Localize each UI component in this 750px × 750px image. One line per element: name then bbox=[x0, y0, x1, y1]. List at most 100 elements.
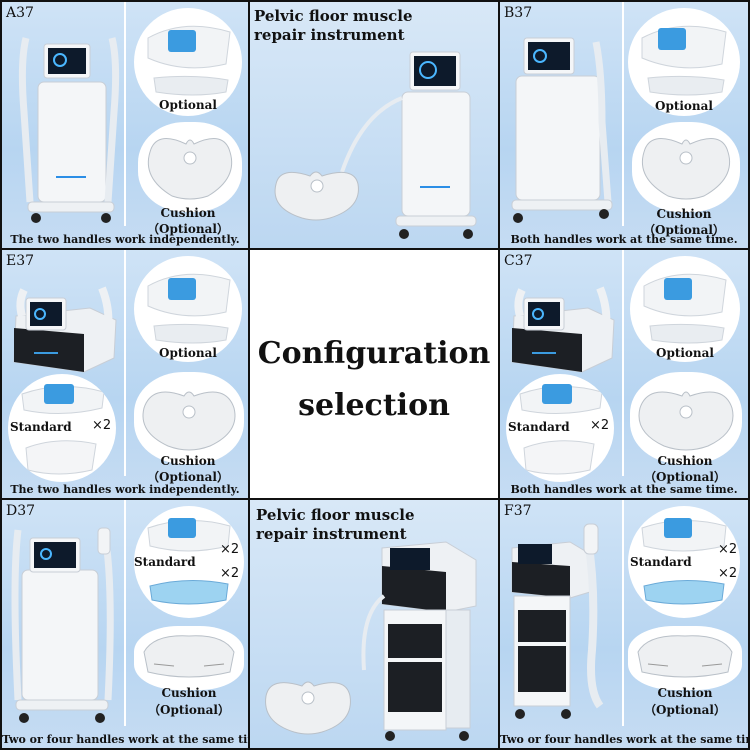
grid-border-bottom bbox=[0, 748, 750, 750]
model-code: F37 bbox=[504, 503, 532, 519]
pelvic-floor-instrument-bottom: Pelvic floor muscle repair instrument bbox=[250, 500, 498, 748]
model-code: B37 bbox=[504, 5, 533, 21]
cushion-optional-label: （Optional） bbox=[643, 703, 726, 717]
cushion-image bbox=[147, 138, 233, 200]
config-a37: A37 Optional Cushion （Optional） The two … bbox=[2, 2, 248, 248]
handles-caption: Both handles work at the same time. bbox=[510, 483, 738, 496]
cushion-label: Cushion bbox=[657, 454, 713, 468]
panel-divider bbox=[124, 250, 126, 476]
handle-bubble bbox=[628, 506, 740, 618]
handle-image bbox=[147, 25, 231, 96]
quantity-label-bottom: ×2 bbox=[718, 566, 738, 581]
cushion-label: Cushion bbox=[161, 686, 217, 700]
cushion-bubble bbox=[138, 122, 242, 212]
desktop-machine-image bbox=[13, 286, 117, 373]
handle-image bbox=[147, 273, 231, 344]
panel-divider bbox=[124, 2, 126, 226]
quantity-label-top: ×2 bbox=[718, 542, 738, 557]
handle-bubble bbox=[628, 8, 740, 116]
tower-machine-image bbox=[18, 37, 120, 223]
handles-caption: The two handles work independently. bbox=[10, 233, 240, 246]
panel-divider bbox=[622, 2, 624, 226]
title-line1: Configuration bbox=[257, 336, 491, 371]
panel-divider bbox=[622, 250, 624, 476]
grid-line-row2 bbox=[0, 498, 750, 500]
handle-bubble bbox=[134, 256, 242, 362]
instrument-title-line1: Pelvic floor muscle bbox=[254, 7, 413, 25]
grid-border-right bbox=[748, 0, 750, 750]
configuration-selection-title: Configuration selection bbox=[250, 250, 498, 498]
handle-bubble bbox=[134, 8, 242, 116]
tower-machine-image bbox=[511, 523, 604, 719]
cushion-label: Cushion bbox=[160, 206, 216, 220]
optional-label: Optional bbox=[655, 346, 714, 360]
cushion-bubble bbox=[134, 626, 244, 690]
handle-bubble bbox=[134, 506, 244, 618]
tower-machine-image bbox=[511, 37, 613, 223]
config-e37: E37 Standard ×2 Optional Cushion （Opt bbox=[2, 250, 248, 498]
grid-line-col2 bbox=[498, 0, 500, 750]
handle-image bbox=[641, 518, 727, 605]
cushion-image bbox=[142, 391, 236, 451]
cushion-bubble bbox=[628, 626, 742, 690]
config-c37: C37 Standard ×2 Optional Cushion （Opt bbox=[500, 250, 748, 498]
grid-border-left bbox=[0, 0, 2, 750]
cushion-image bbox=[637, 635, 733, 678]
handles-caption: Two or four handles work at the same tim… bbox=[2, 733, 248, 746]
instrument-title-line2: repair instrument bbox=[256, 525, 407, 543]
standard-handle-bubble bbox=[8, 374, 116, 482]
handle-image bbox=[641, 25, 727, 96]
model-code: C37 bbox=[504, 253, 533, 269]
cushion-optional-label: （Optional） bbox=[642, 223, 725, 237]
standard-label: Standard bbox=[10, 420, 72, 434]
quantity-label: ×2 bbox=[590, 418, 610, 433]
standard-handle-image bbox=[519, 384, 603, 475]
instrument-title-line2: repair instrument bbox=[254, 26, 405, 44]
panel-divider bbox=[124, 500, 126, 726]
cushion-label: Cushion bbox=[657, 686, 713, 700]
grid-line-col1 bbox=[248, 0, 250, 750]
pelvic-floor-instrument-top: Pelvic floor muscle repair instrument bbox=[250, 2, 498, 248]
handle-image bbox=[147, 518, 231, 605]
cushion-bubble bbox=[134, 372, 244, 464]
optional-label: Optional bbox=[654, 99, 713, 113]
standard-label: Standard bbox=[508, 420, 570, 434]
model-code: A37 bbox=[6, 5, 34, 21]
model-code: D37 bbox=[6, 503, 36, 519]
standard-label: Standard bbox=[630, 555, 692, 569]
config-b37: B37 Optional Cushion （Optional） Both han… bbox=[500, 2, 748, 248]
tower-machine-image bbox=[11, 527, 114, 723]
cushion-image bbox=[642, 138, 730, 200]
config-f37: F37 ×2 Standard ×2 Cushion （Optional） Tw… bbox=[500, 500, 748, 748]
title-line2: selection bbox=[298, 388, 450, 423]
standard-handle-image bbox=[21, 384, 105, 475]
cushion-image bbox=[638, 391, 734, 451]
quantity-label-top: ×2 bbox=[220, 542, 240, 557]
handles-caption: Both handles work at the same time. bbox=[510, 233, 738, 246]
desktop-machine-image bbox=[511, 286, 615, 373]
handles-caption: Two or four handles work at the same tim… bbox=[500, 733, 748, 746]
cushion-bubble bbox=[630, 372, 742, 464]
cushion-bubble bbox=[632, 122, 740, 212]
optional-label: Optional bbox=[158, 98, 217, 112]
config-d37: D37 ×2 Standard ×2 Cushion （Optional） Tw… bbox=[2, 500, 248, 748]
optional-label: Optional bbox=[158, 346, 217, 360]
standard-handle-bubble bbox=[506, 374, 614, 482]
cushion-optional-label: （Optional） bbox=[147, 703, 230, 717]
cushion-label: Cushion bbox=[160, 454, 216, 468]
cushion-optional-label: （Optional） bbox=[643, 470, 726, 484]
model-code: E37 bbox=[6, 253, 35, 269]
grid-line-row1 bbox=[0, 248, 750, 250]
cushion-optional-label: （Optional） bbox=[146, 222, 229, 236]
handles-caption: The two handles work independently. bbox=[10, 483, 240, 496]
instrument-title-line1: Pelvic floor muscle bbox=[256, 506, 415, 524]
handle-image bbox=[643, 273, 727, 344]
panel-divider bbox=[622, 500, 624, 726]
handle-bubble bbox=[630, 256, 740, 362]
standard-label: Standard bbox=[134, 555, 196, 569]
quantity-label: ×2 bbox=[92, 418, 112, 433]
quantity-label-bottom: ×2 bbox=[220, 566, 240, 581]
grid-border-top bbox=[0, 0, 750, 2]
cushion-label: Cushion bbox=[656, 207, 712, 221]
cushion-optional-label: （Optional） bbox=[146, 470, 229, 484]
